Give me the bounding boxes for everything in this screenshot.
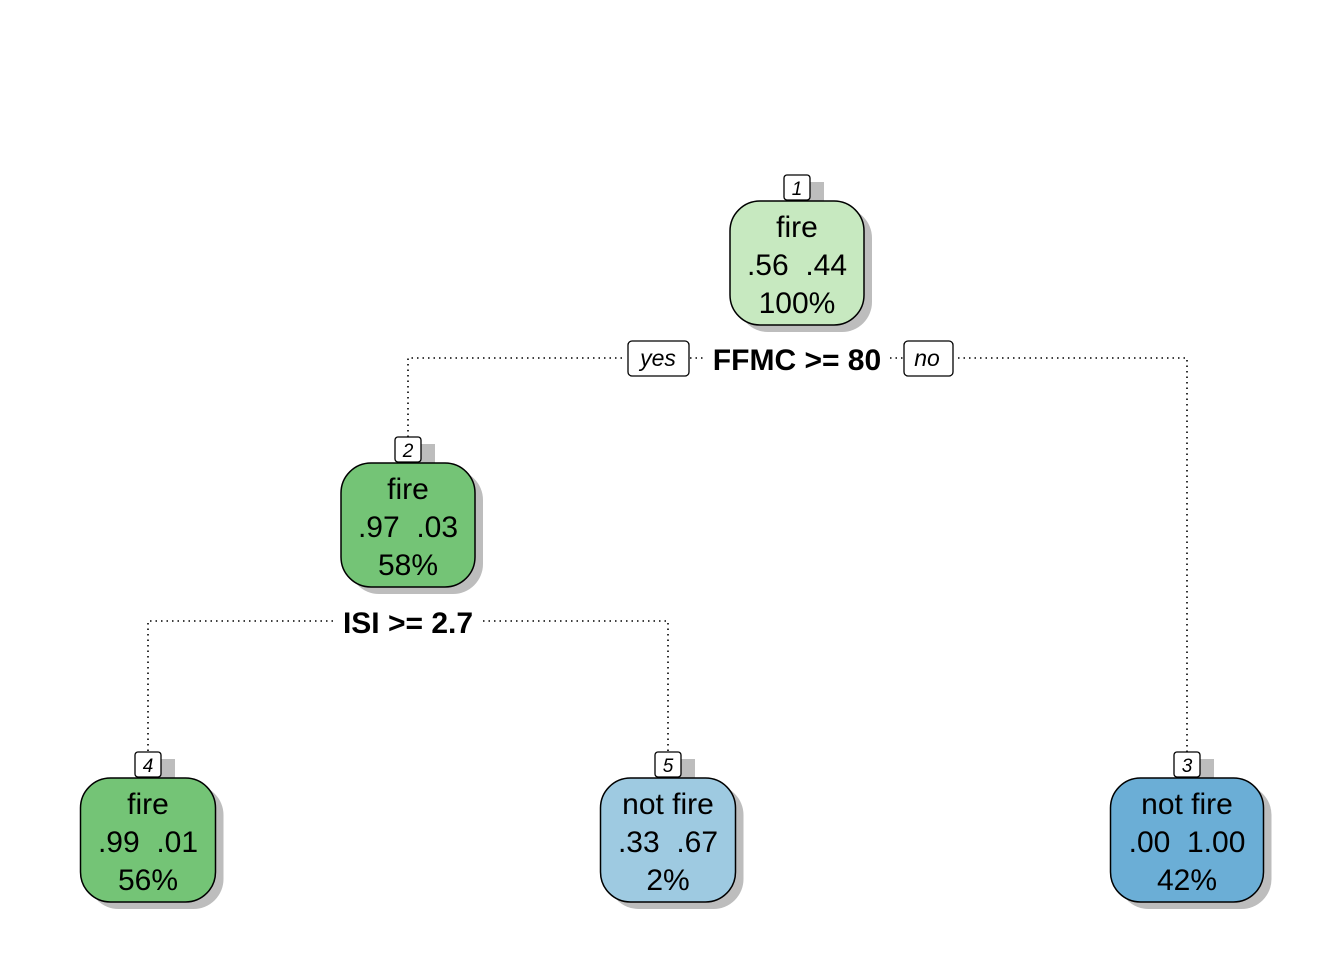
tree-node-1: 1 fire .56 .44 100% bbox=[729, 174, 872, 332]
node-percent: 56% bbox=[118, 864, 178, 897]
node-percent: 100% bbox=[759, 287, 836, 320]
node-probs: .56 .44 bbox=[747, 249, 847, 282]
node-id-box bbox=[394, 436, 422, 463]
tree-node-5: 5 not fire .33 .67 2% bbox=[599, 751, 744, 909]
node-box bbox=[79, 777, 217, 903]
node-box bbox=[1109, 777, 1265, 903]
node-probs: .97 .03 bbox=[358, 511, 458, 544]
node-class: not fire bbox=[1141, 788, 1233, 821]
tree-node-4: 4 fire .99 .01 56% bbox=[79, 751, 224, 909]
edge-2-5 bbox=[483, 620, 669, 752]
edge-1-2 bbox=[407, 357, 622, 437]
node-probs: .00 1.00 bbox=[1129, 826, 1246, 859]
node-percent: 42% bbox=[1157, 864, 1217, 897]
node-id-box bbox=[134, 751, 162, 778]
yes-text: yes bbox=[638, 345, 676, 371]
node-class: not fire bbox=[622, 788, 714, 821]
node-id: 1 bbox=[792, 179, 803, 200]
node-probs: .33 .67 bbox=[618, 826, 718, 859]
node-id: 3 bbox=[1182, 756, 1193, 777]
node-id: 4 bbox=[143, 756, 154, 777]
node-percent: 58% bbox=[378, 549, 438, 582]
node-class: fire bbox=[776, 211, 818, 244]
node-class: fire bbox=[387, 473, 429, 506]
node-id-box bbox=[1173, 751, 1201, 778]
node-box bbox=[340, 462, 476, 588]
edge-1-3 bbox=[958, 357, 1188, 752]
no-label: no bbox=[903, 340, 954, 377]
node-probs: .99 .01 bbox=[98, 826, 198, 859]
yes-label: yes bbox=[627, 340, 690, 377]
split-ffmc: FFMC >= 80 bbox=[713, 344, 881, 377]
split-isi: ISI >= 2.7 bbox=[343, 607, 473, 640]
node-percent: 2% bbox=[646, 864, 689, 897]
edge-2-4 bbox=[147, 620, 333, 752]
tree-node-3: 3 not fire .00 1.00 42% bbox=[1109, 751, 1272, 909]
no-text: no bbox=[914, 345, 940, 371]
node-box bbox=[599, 777, 737, 903]
node-id: 5 bbox=[663, 756, 674, 777]
node-id-box bbox=[783, 174, 811, 201]
node-id: 2 bbox=[402, 441, 414, 462]
node-id-box bbox=[654, 751, 682, 778]
node-box bbox=[729, 200, 865, 326]
tree-node-2: 2 fire .97 .03 58% bbox=[340, 436, 483, 594]
node-class: fire bbox=[127, 788, 169, 821]
